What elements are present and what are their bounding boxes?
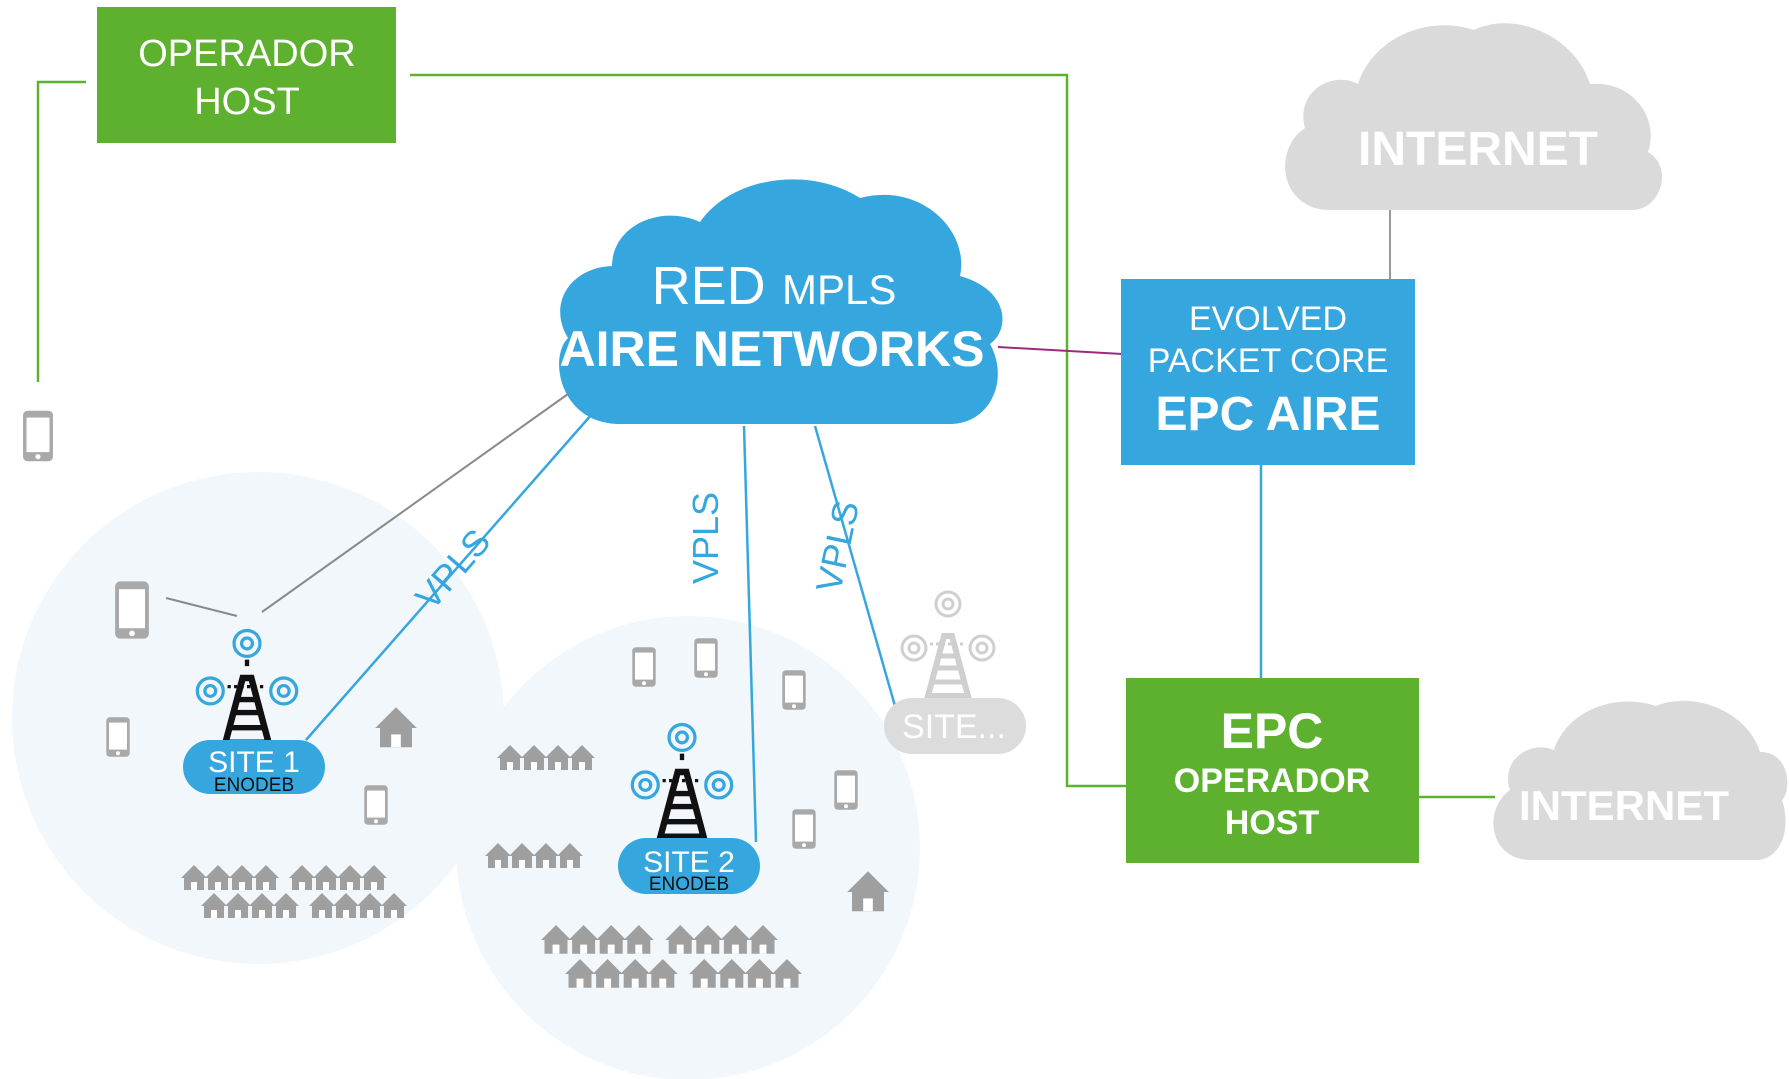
site2-sub: ENODEB xyxy=(649,874,729,895)
link-host-to-phone xyxy=(36,80,86,382)
phone-icon xyxy=(694,638,718,678)
site1-coverage-area xyxy=(12,472,504,964)
phone-icon xyxy=(106,717,130,757)
cell-tower-icon xyxy=(902,592,994,696)
vpls-link-site2 xyxy=(742,425,758,843)
phone-icon xyxy=(792,809,816,849)
mpls-red-text: RED xyxy=(652,256,766,316)
vpls-link-site1 xyxy=(305,413,593,741)
link-mpls-to-epc-aire xyxy=(997,346,1141,356)
operador-host-line1: OPERADOR xyxy=(138,33,355,75)
epc-operador-host-box: EPC OPERADOR HOST xyxy=(1126,678,1419,863)
epc-aire-line3: EPC AIRE xyxy=(1156,388,1381,441)
connection-lines xyxy=(36,73,1495,843)
site1: SITE 1 ENODEB xyxy=(183,630,325,796)
epc-aire-box: EVOLVED PACKET CORE EPC AIRE xyxy=(1121,279,1415,465)
site2: SITE 2 ENODEB xyxy=(618,724,760,895)
epc-host-line3: HOST xyxy=(1225,804,1320,842)
phone-icon xyxy=(23,410,53,462)
mpls-cloud-title: RED MPLS xyxy=(652,256,897,316)
link-mpls-to-site1-gray xyxy=(261,393,569,613)
phone-icon xyxy=(364,785,388,825)
internet-bottom-label: INTERNET xyxy=(1519,782,1729,829)
phone-icon xyxy=(834,770,858,810)
phone-icon xyxy=(782,670,806,710)
site2-name: SITE 2 xyxy=(643,846,735,879)
vpls-link-site3 xyxy=(813,425,897,707)
epc-aire-line2: PACKET CORE xyxy=(1148,342,1389,380)
phone-icon xyxy=(115,581,149,639)
mpls-aire-networks-text: AIRE NETWORKS xyxy=(560,321,985,377)
site1-name: SITE 1 xyxy=(208,746,300,779)
operador-host-line2: HOST xyxy=(194,81,300,123)
link-host-to-epc-host xyxy=(410,73,1127,788)
operador-host-box: OPERADOR HOST xyxy=(97,7,396,143)
epc-host-line1: EPC xyxy=(1221,703,1324,759)
internet-top-label: INTERNET xyxy=(1358,123,1598,176)
mpls-mpls-text: MPLS xyxy=(782,266,896,313)
epc-aire-line1: EVOLVED xyxy=(1189,300,1347,338)
mpls-cloud: RED MPLS AIRE NETWORKS xyxy=(559,179,1003,424)
site3: SITE... xyxy=(884,592,1026,754)
site1-sub: ENODEB xyxy=(214,775,294,796)
epc-host-line2: OPERADOR xyxy=(1174,762,1370,800)
site3-name: SITE... xyxy=(902,708,1006,746)
vpls-label-2: VPLS xyxy=(685,492,726,584)
internet-cloud-bottom: INTERNET xyxy=(1493,700,1788,860)
phone-icon xyxy=(632,647,656,687)
link-phone-to-site1 xyxy=(165,597,238,617)
internet-cloud-top: INTERNET xyxy=(1285,23,1663,211)
